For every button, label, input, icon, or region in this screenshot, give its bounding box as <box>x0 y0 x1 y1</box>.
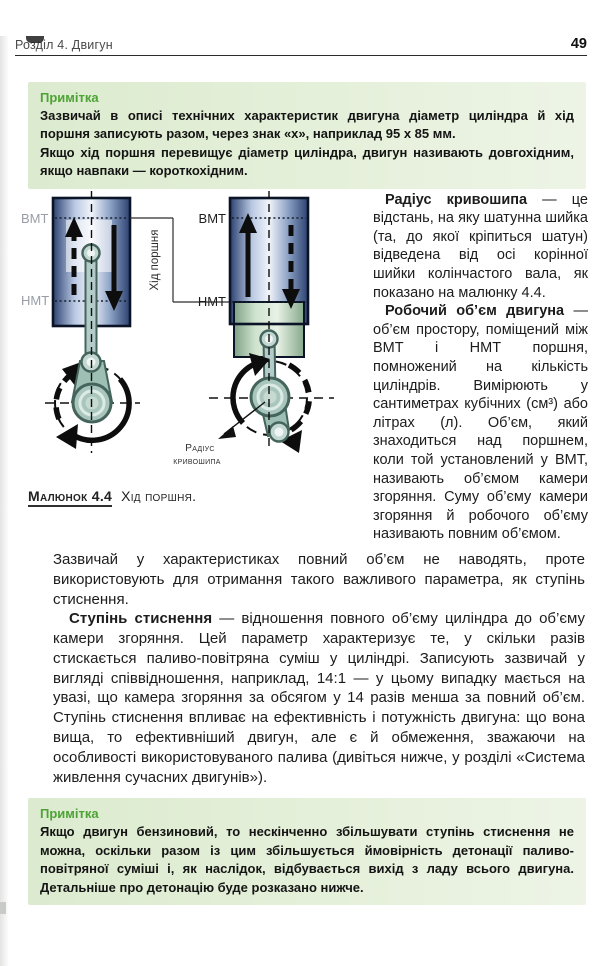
note-paragraph: Якщо хід поршня перевищує діаметр цилінд… <box>40 144 574 179</box>
paragraph-compression: Ступінь стиснення — відношення повного о… <box>53 609 585 787</box>
nmt-label-left: НМТ <box>21 293 49 308</box>
paragraph-text: — відношення повного об’єму циліндра до … <box>53 610 585 786</box>
crank-radius-label: кривошипа <box>173 456 221 467</box>
rotation-arrow-icon <box>71 376 132 443</box>
note-title: Примітка <box>40 806 99 822</box>
scan-corner-tick <box>0 902 6 914</box>
note-box-bottom: Примітка Якщо двигун бензиновий, то неск… <box>28 798 586 906</box>
main-text: Зазвичай у характеристиках повний об’єм … <box>53 550 585 788</box>
stroke-bracket <box>130 217 230 303</box>
right-column: Радіус кривошипа — це відстань, на яку ш… <box>373 191 588 544</box>
ink-smudge <box>26 36 44 43</box>
paragraph-full-volume: Зазвичай у характеристиках повний об’єм … <box>53 550 585 608</box>
note-paragraph: Якщо двигун бензиновий, то нескінченно з… <box>40 824 574 895</box>
note-title: Примітка <box>40 90 99 105</box>
page-number: 49 <box>570 36 587 52</box>
crank-radius-arrow <box>218 401 266 439</box>
rotation-arrow-icon <box>230 360 259 425</box>
stroke-label: Хід поршня <box>149 229 161 290</box>
paragraph-text: — об’єм простору, поміщений між ВМТ і НМ… <box>373 303 588 543</box>
crank-right <box>209 190 334 453</box>
figure-and-text: ВМТ НМТ Хід поршня <box>12 190 588 544</box>
figure-caption: Малюнок 4.4 Хід поршня. <box>28 487 370 507</box>
paragraph-text: — це відстань, на яку шатунна шийка (та,… <box>373 191 588 301</box>
caption-label: Малюнок 4.4 <box>28 487 113 507</box>
vmt-label-right: ВМТ <box>199 211 227 226</box>
caption-text: Хід поршня. <box>121 487 197 504</box>
rotation-arrowhead-icon <box>280 429 302 453</box>
term-lead: Радіус кривошипа <box>385 191 528 208</box>
paragraph-displacement: Робочий об’єм двигуна — об’єм простору, … <box>373 302 588 544</box>
crank-left <box>45 190 140 453</box>
figure-4-4: ВМТ НМТ Хід поршня <box>12 190 370 507</box>
book-page: { "header": { "chapter": "Розділ 4. Двиг… <box>0 36 600 966</box>
term-lead: Робочий об’єм двигуна <box>385 303 565 320</box>
note-paragraph: Зазвичай в описі технічних характеристик… <box>40 108 574 142</box>
page-edge-shade <box>0 36 9 966</box>
note-box-top: Примітка Зазвичай в описі технічних хара… <box>28 82 586 189</box>
crank-radius-label: Радіус <box>185 443 215 454</box>
paragraph-crank-radius: Радіус кривошипа — це відстань, на яку ш… <box>373 191 588 303</box>
vmt-label-left: ВМТ <box>21 211 49 226</box>
piston-stroke-diagram: ВМТ НМТ Хід поршня <box>21 190 334 467</box>
page-header: Розділ 4. Двигун 49 <box>15 36 587 56</box>
nmt-label-right: НМТ <box>198 294 226 309</box>
term-lead: Ступінь стиснення <box>69 610 213 628</box>
